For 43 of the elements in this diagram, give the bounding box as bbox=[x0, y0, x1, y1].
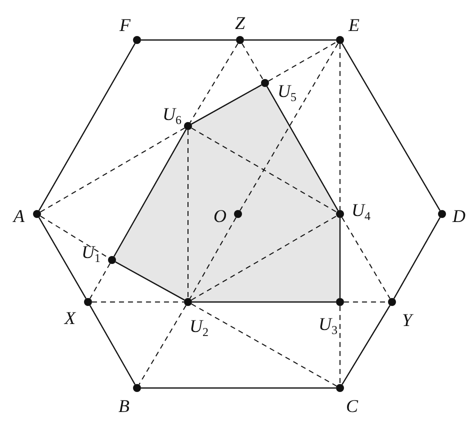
line-segment bbox=[113, 129, 187, 257]
point-label: Y bbox=[402, 311, 412, 329]
point-label: Z bbox=[235, 14, 246, 32]
dashed-line bbox=[342, 216, 390, 300]
point-label: D bbox=[452, 207, 466, 225]
point-label: U$_{3}$ bbox=[318, 315, 338, 333]
line-segment bbox=[89, 305, 136, 385]
dashed-line bbox=[240, 42, 338, 212]
line-segment bbox=[266, 86, 339, 211]
line-segment bbox=[38, 43, 136, 211]
dashed-line bbox=[138, 304, 186, 386]
line-segment bbox=[115, 261, 185, 301]
line-segment bbox=[342, 43, 440, 211]
dashed-line bbox=[268, 42, 338, 82]
line-segment bbox=[141, 387, 336, 389]
dashed-line bbox=[190, 216, 338, 300]
line-segment bbox=[191, 84, 262, 125]
line-segment bbox=[342, 305, 390, 385]
point-label: U$_{2}$ bbox=[190, 317, 208, 335]
dashed-line bbox=[190, 42, 238, 124]
dashed-line bbox=[242, 42, 264, 80]
point-label: B bbox=[118, 397, 130, 415]
line-segment bbox=[192, 301, 336, 303]
point-label: X bbox=[64, 309, 76, 327]
point-label: A bbox=[14, 207, 24, 225]
point-label: E bbox=[348, 16, 360, 34]
dashed-line bbox=[190, 128, 338, 212]
dashed-line bbox=[190, 303, 338, 387]
line-segment bbox=[141, 39, 236, 41]
point-label: U$_{6}$ bbox=[162, 105, 182, 123]
point-label: U$_{5}$ bbox=[278, 82, 296, 100]
point-label: F bbox=[120, 16, 130, 34]
line-segment bbox=[393, 217, 441, 299]
dashed-line bbox=[189, 216, 237, 300]
line-segment bbox=[339, 218, 341, 298]
point-label: O bbox=[214, 207, 226, 225]
point-label: U$_{1}$ bbox=[82, 243, 100, 261]
line-segment bbox=[244, 39, 336, 41]
point-label: U$_{4}$ bbox=[352, 201, 370, 219]
dashed-line bbox=[40, 128, 186, 212]
dashed-line bbox=[89, 262, 111, 300]
point-label: C bbox=[346, 397, 358, 415]
line-segment bbox=[38, 217, 87, 299]
